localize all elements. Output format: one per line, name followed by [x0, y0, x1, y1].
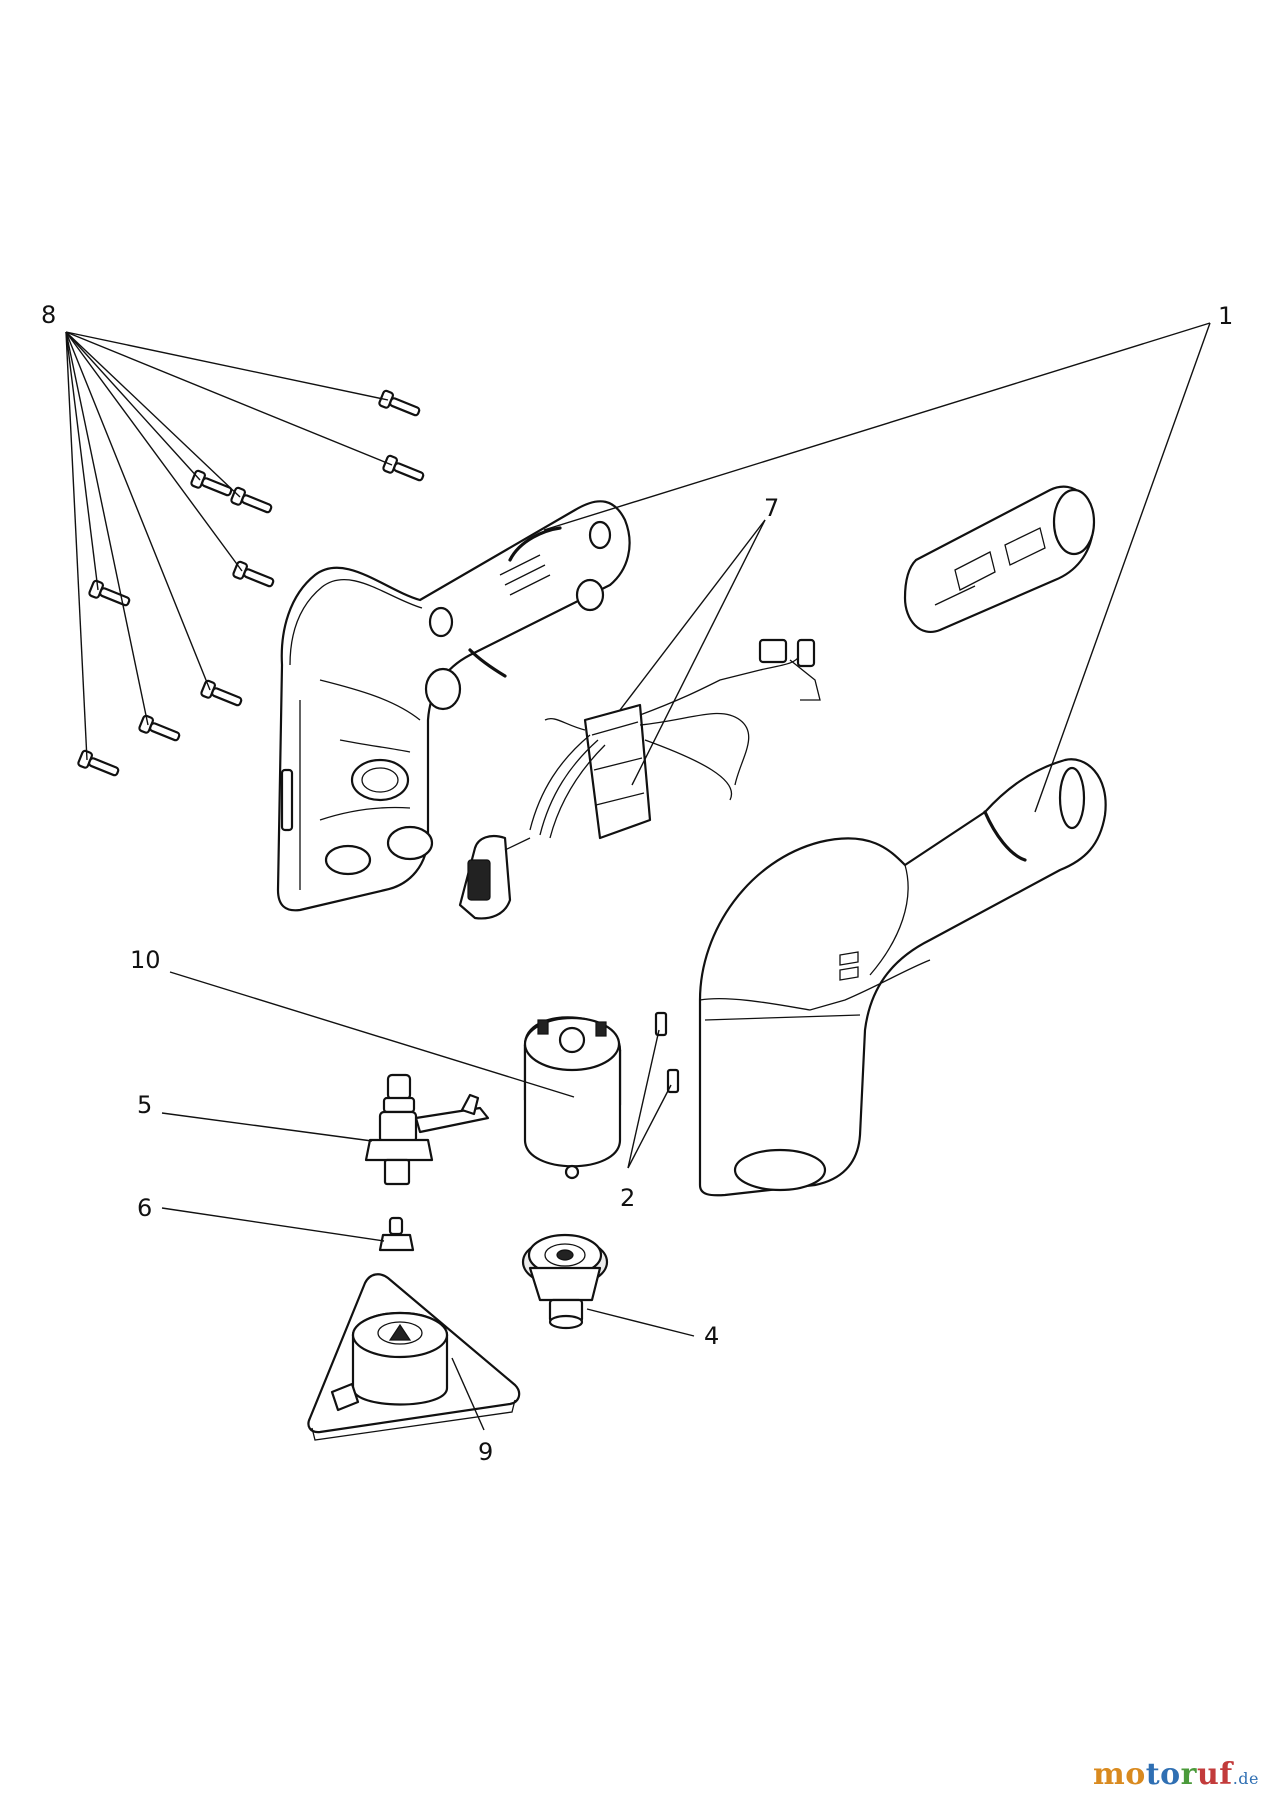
callout-9: 9 [478, 1438, 493, 1466]
pinion-part-4 [521, 1233, 609, 1330]
callout-8: 8 [41, 301, 56, 329]
switch-wiring-part-7 [458, 638, 821, 920]
callout-5: 5 [137, 1091, 152, 1119]
callout-10: 10 [130, 946, 161, 974]
watermark-part: uf [1196, 1757, 1233, 1792]
callout-2: 2 [620, 1184, 635, 1212]
callout-1: 1 [1218, 302, 1233, 330]
shaft-assembly-part-5 [364, 1073, 490, 1186]
housing-half-shell-part-1 [276, 500, 631, 912]
main-housing-body-part-1 [698, 758, 1107, 1197]
leader-lines [65, 322, 1211, 1431]
screw-part-6 [378, 1216, 415, 1252]
watermark-part: mo [1093, 1757, 1146, 1792]
motoruf-watermark-logo: motoruf.de [1093, 1757, 1259, 1792]
pins-part-2 [654, 1011, 680, 1094]
callout-7: 7 [764, 494, 779, 522]
watermark-part: r [1180, 1757, 1197, 1792]
callout-6: 6 [137, 1194, 152, 1222]
base-plate-part-9 [307, 1273, 521, 1441]
motor-part-10 [523, 1016, 622, 1180]
callout-4: 4 [704, 1322, 719, 1350]
battery-cover-part [903, 485, 1096, 633]
watermark-tld: .de [1232, 1769, 1259, 1788]
watermark-part: to [1145, 1757, 1181, 1792]
callout-labels: 8 1 7 10 5 6 2 4 9 [41, 301, 1233, 1466]
